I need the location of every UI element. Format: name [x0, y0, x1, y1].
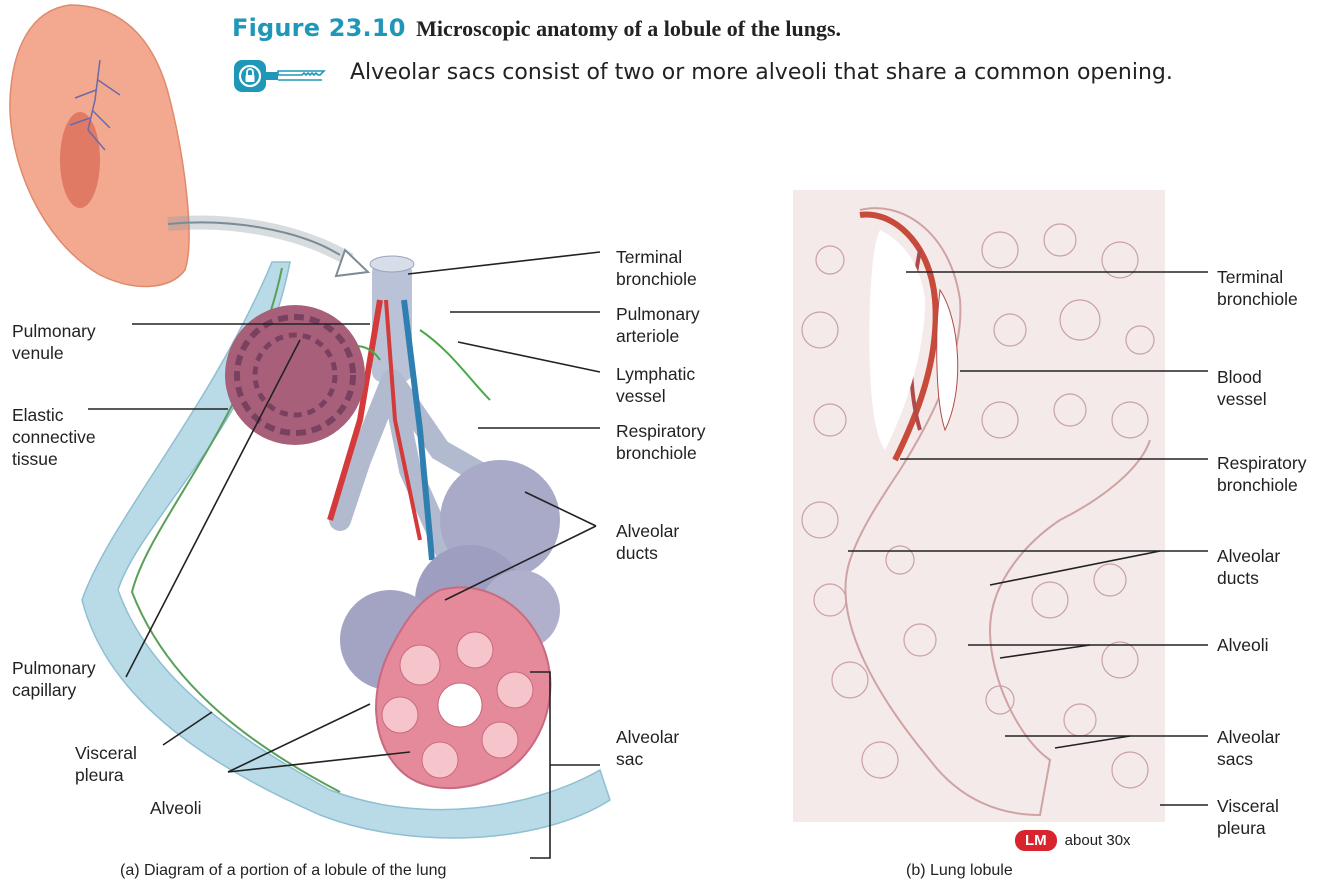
alveolar-cluster-left — [225, 305, 365, 445]
label-terminal-bronchiole-a: Terminal bronchiole — [616, 246, 697, 290]
caption-a: (a) Diagram of a portion of a lobule of … — [120, 862, 446, 880]
label-terminal-bronchiole-b: Terminal bronchiole — [1217, 266, 1298, 310]
label-alveolar-sacs: Alveolar sacs — [1217, 726, 1280, 770]
label-alveolar-sac: Alveolar sac — [616, 726, 679, 770]
label-blood-vessel: Blood vessel — [1217, 366, 1267, 410]
magnification-text: about 30x — [1065, 832, 1131, 849]
label-elastic-connective-tissue: Elastic connective tissue — [12, 404, 96, 470]
label-respiratory-bronchiole-b: Respiratory bronchiole — [1217, 452, 1306, 496]
label-pulmonary-arteriole: Pulmonary arteriole — [616, 303, 700, 347]
label-lymphatic-vessel: Lymphatic vessel — [616, 363, 695, 407]
label-pulmonary-venule: Pulmonary venule — [12, 320, 96, 364]
lung-thumbnail — [10, 5, 189, 286]
label-visceral-pleura-b: Visceral pleura — [1217, 795, 1279, 839]
label-alveoli-a: Alveoli — [150, 797, 202, 819]
magnification-indicator: LM about 30x — [1015, 830, 1131, 851]
lung-micrograph — [793, 190, 1165, 822]
label-visceral-pleura-a: Visceral pleura — [75, 742, 137, 786]
label-respiratory-bronchiole-a: Respiratory bronchiole — [616, 420, 705, 464]
caption-b: (b) Lung lobule — [906, 862, 1013, 880]
label-alveolar-ducts-b: Alveolar ducts — [1217, 545, 1280, 589]
lm-badge: LM — [1015, 830, 1057, 851]
label-alveoli-b: Alveoli — [1217, 634, 1269, 656]
label-alveolar-ducts-a: Alveolar ducts — [616, 520, 679, 564]
label-pulmonary-capillary: Pulmonary capillary — [12, 657, 96, 701]
